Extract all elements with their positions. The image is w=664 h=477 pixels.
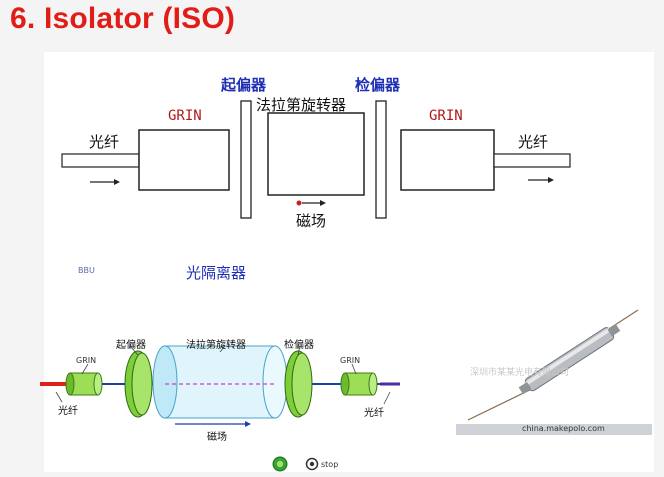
faraday-rotator-label: 法拉第旋转器 xyxy=(256,96,347,114)
analyzer-label-3d: 检偏器 xyxy=(284,340,314,351)
fiber-label-left: 光纤 xyxy=(89,133,120,151)
polarizer-label-3d: 起偏器 xyxy=(116,340,146,351)
slide-title: 6. Isolator (ISO) xyxy=(10,2,236,35)
polarizer-label: 起偏器 xyxy=(221,76,267,94)
grin-label-right: GRIN xyxy=(429,108,463,124)
fiber-label-3d-right: 光纤 xyxy=(364,408,384,419)
right-grin-box xyxy=(400,129,495,191)
grin-label-3d-left: GRIN xyxy=(76,356,97,365)
faraday-box xyxy=(267,112,365,196)
play-button[interactable] xyxy=(272,456,288,472)
stop-icon xyxy=(305,457,319,471)
grin-label-3d-right: GRIN xyxy=(340,356,361,365)
polarizer-plate xyxy=(240,100,252,219)
grin-label-left: GRIN xyxy=(168,108,202,124)
faraday-cylinder xyxy=(152,345,288,419)
magnetic-field-label: 磁场 xyxy=(296,212,327,230)
magnetic-field-label-3d: 磁场 xyxy=(207,432,227,443)
polarizer-disc xyxy=(124,350,153,418)
right-light-arrow xyxy=(528,177,554,183)
isolator-heading: 光隔离器 xyxy=(186,264,247,282)
photo-watermark: 深圳市某某光电有限公司 xyxy=(470,368,570,378)
magnetic-field-arrow xyxy=(296,200,326,206)
isolator-photo xyxy=(456,309,652,435)
photo-caption: china.makepolo.com xyxy=(522,424,605,433)
stop-button-label[interactable]: stop xyxy=(321,460,339,469)
right-grin-cylinder xyxy=(340,372,378,396)
right-fiber xyxy=(493,153,571,168)
analyzer-label: 检偏器 xyxy=(355,76,401,94)
bbu-logo: BBU xyxy=(78,266,95,275)
magnetic-field-arrow-3d xyxy=(175,421,251,427)
fiber-label-3d-left: 光纤 xyxy=(58,406,78,417)
faraday-label-3d: 法拉第旋转器 xyxy=(186,340,246,351)
analyzer-plate xyxy=(375,100,387,219)
fiber-label-right: 光纤 xyxy=(518,133,549,151)
left-light-arrow xyxy=(90,179,120,185)
left-grin-box xyxy=(138,129,230,191)
analyzer-disc xyxy=(284,350,313,418)
left-grin-cylinder xyxy=(65,372,103,396)
